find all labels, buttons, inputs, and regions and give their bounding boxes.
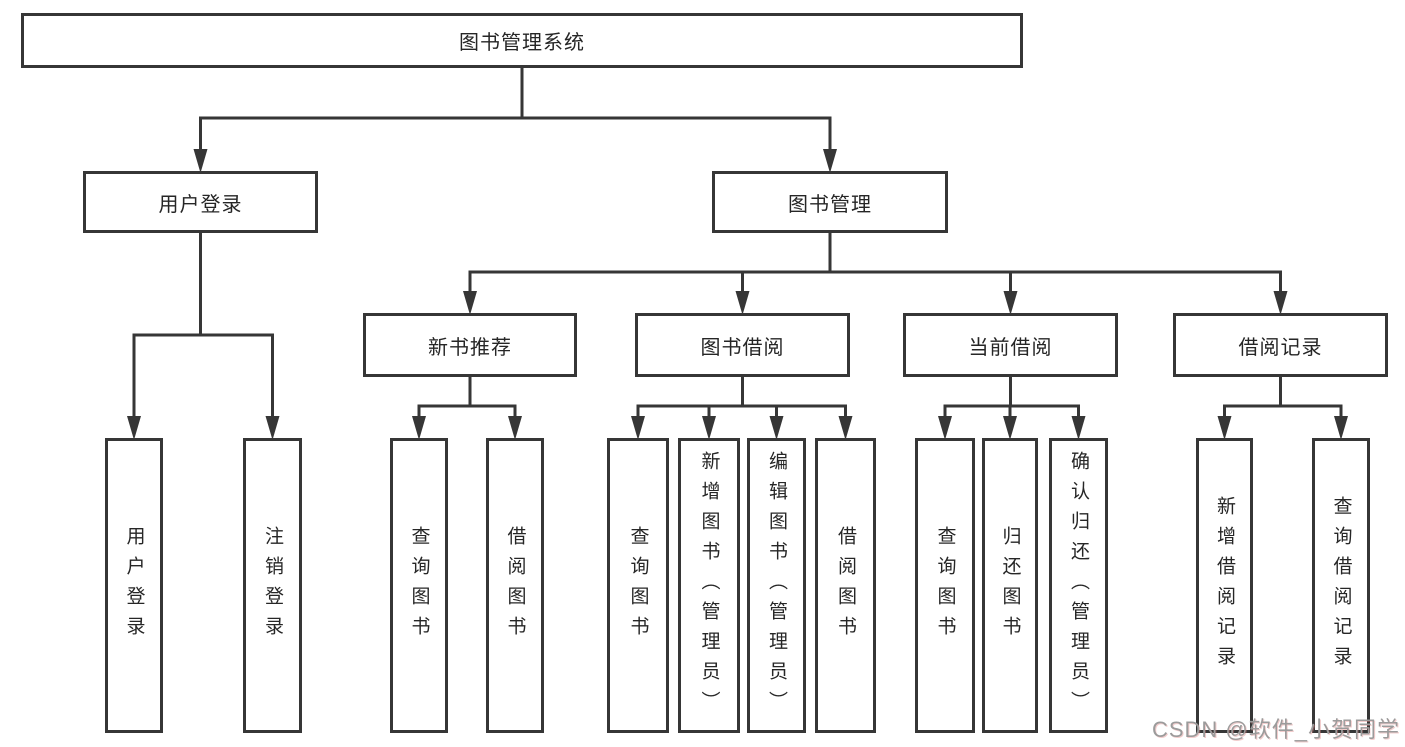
arrowhead-icon (508, 416, 522, 440)
node-new-book-rec: 新书推荐 (363, 313, 577, 377)
node-leaf-user-login: 用户登录 (105, 438, 163, 733)
arrowhead-icon (1334, 416, 1348, 440)
arrowhead-icon (127, 416, 141, 440)
node-leaf-edit-books: 编辑图书（管理员） (747, 438, 806, 733)
node-leaf-borrow-books-1: 借阅图书 (486, 438, 544, 733)
arrowhead-icon (1071, 416, 1086, 440)
node-leaf-logout: 注销登录 (243, 438, 302, 733)
node-leaf-query-books-2: 查询图书 (607, 438, 669, 733)
arrowhead-icon (1003, 416, 1017, 440)
arrowhead-icon (838, 416, 853, 440)
csdn-watermark: CSDN @软件_小贺同学 (1151, 717, 1400, 742)
arrowhead-icon (412, 416, 426, 440)
arrowhead-icon (1273, 291, 1288, 315)
arrowhead-icon (1217, 416, 1232, 440)
arrowhead-icon (769, 416, 784, 440)
arrowhead-icon (702, 416, 716, 440)
arrowhead-icon (193, 149, 208, 173)
node-leaf-query-books-1: 查询图书 (390, 438, 448, 733)
arrowhead-icon (631, 416, 645, 440)
node-leaf-add-borrow-record: 新增借阅记录 (1196, 438, 1253, 733)
node-leaf-borrow-books-2: 借阅图书 (815, 438, 876, 733)
node-leaf-confirm-return: 确认归还（管理员） (1049, 438, 1108, 733)
arrowhead-icon (1003, 291, 1018, 315)
node-book-mgmt: 图书管理 (712, 171, 948, 233)
node-leaf-query-borrow-record: 查询借阅记录 (1312, 438, 1370, 733)
node-leaf-query-books-3: 查询图书 (915, 438, 975, 733)
node-borrow-records: 借阅记录 (1173, 313, 1388, 377)
arrowhead-icon (938, 416, 952, 440)
node-user-login: 用户登录 (83, 171, 318, 233)
node-root: 图书管理系统 (21, 13, 1023, 68)
arrowhead-icon (735, 291, 750, 315)
arrowhead-icon (265, 416, 280, 440)
arrowhead-icon (463, 291, 477, 315)
arrowhead-icon (823, 149, 837, 173)
node-current-borrow: 当前借阅 (903, 313, 1118, 377)
node-book-borrow: 图书借阅 (635, 313, 850, 377)
node-leaf-add-books: 新增图书（管理员） (678, 438, 740, 733)
node-leaf-return-books: 归还图书 (982, 438, 1038, 733)
